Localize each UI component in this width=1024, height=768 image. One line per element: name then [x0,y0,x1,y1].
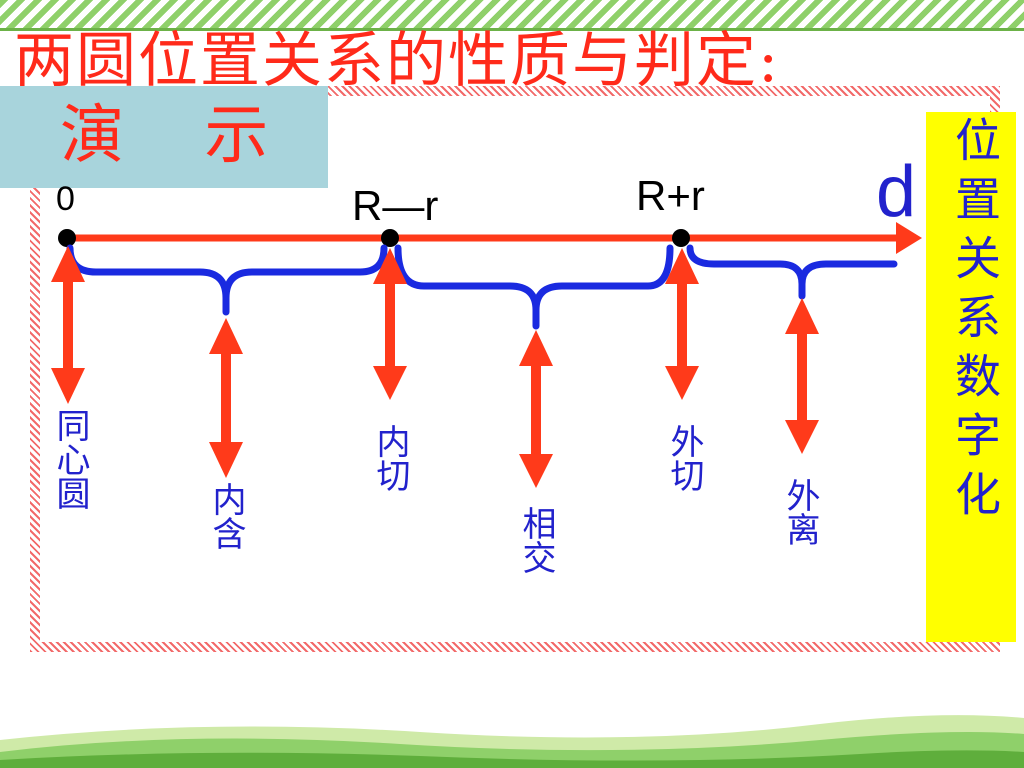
point-zero [58,229,76,247]
point-label-r-plus-r: R+r [636,172,705,219]
brace-intersecting [394,244,674,330]
label-externally-tangent: 外切 [664,424,704,492]
sidebar-panel [926,112,1016,642]
label-contained: 内含 [206,482,246,550]
top-decorative-border [0,0,1024,31]
point-r-plus [672,229,690,247]
point-label-zero: 0 [56,180,75,218]
axis-variable-d: d [876,152,917,232]
brace-separated [686,244,898,300]
axis-arrowhead [896,222,922,254]
arrow-contained [209,318,243,478]
demo-button[interactable] [0,86,328,188]
label-concentric: 同心圆 [50,408,90,510]
demo-label[interactable]: 演 示 [60,99,299,173]
sidebar-label: 位置关系数字化 [948,116,1002,529]
bottom-decorative-grass [0,715,1024,768]
point-r-minus [381,229,399,247]
label-separated: 外离 [780,478,820,546]
page-title: 两圆位置关系的性质与判定: [14,26,781,96]
arrow-concentric [51,246,85,404]
arrow-externally-tangent [665,248,699,400]
arrow-internally-tangent [373,248,407,400]
brace-contained [66,244,388,316]
point-label-r-minus-r: R—r [352,182,439,229]
label-internally-tangent: 内切 [370,424,410,492]
arrow-separated [785,298,819,454]
arrow-intersecting [519,330,553,488]
label-intersecting: 相交 [516,506,556,574]
